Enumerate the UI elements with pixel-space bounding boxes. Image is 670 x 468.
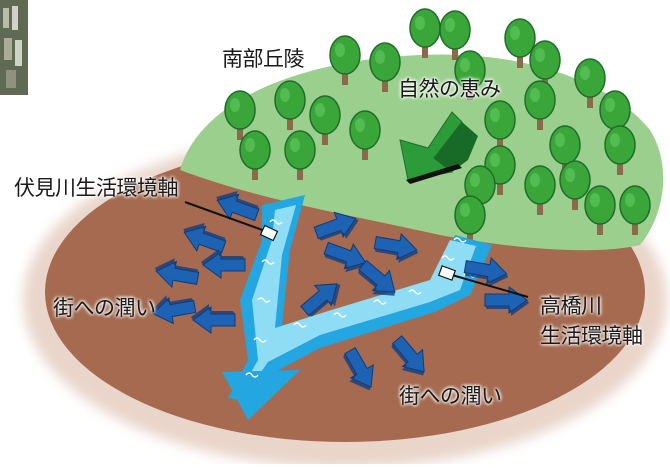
blue-arrow-icon bbox=[183, 222, 227, 254]
label-southern-hills: 南部丘陵 bbox=[222, 47, 305, 71]
tree-icon bbox=[559, 160, 591, 210]
label-town-moisture-left: 街への潤い bbox=[53, 296, 156, 320]
tree-icon bbox=[549, 125, 581, 175]
label-takahashi-line1: 高橋川 bbox=[540, 294, 602, 318]
leader-lines bbox=[184, 201, 529, 298]
blue-arrow-icon bbox=[323, 241, 367, 273]
nature-blessing-arrow bbox=[399, 111, 478, 184]
tree-icon bbox=[504, 18, 536, 68]
photo-thumbnail bbox=[0, 0, 28, 95]
tree-icon bbox=[574, 58, 606, 108]
river-outlet-arrow bbox=[222, 370, 300, 420]
wavelet bbox=[253, 337, 267, 343]
tree-icon bbox=[239, 130, 271, 180]
tree-icon bbox=[524, 165, 556, 215]
tree-icon bbox=[349, 110, 381, 160]
tree-icon bbox=[604, 125, 636, 175]
blue-arrow-icon bbox=[358, 259, 396, 296]
moisture-arrows bbox=[150, 190, 529, 391]
tree-icon bbox=[439, 10, 471, 60]
blue-arrow-icon bbox=[150, 295, 197, 325]
wavelet bbox=[269, 219, 283, 225]
tree-icon bbox=[409, 8, 441, 58]
blue-arrow-icon bbox=[191, 304, 236, 334]
river-highlight bbox=[240, 205, 476, 395]
tree-icon bbox=[454, 50, 486, 100]
blue-arrow-icon bbox=[216, 190, 260, 222]
tree-icon bbox=[224, 90, 256, 140]
blue-arrow-icon bbox=[201, 249, 246, 279]
wavelet bbox=[453, 237, 467, 243]
label-fushimi-axis: 伏見川生活環境軸 bbox=[14, 176, 179, 200]
blue-arrow-icon bbox=[300, 283, 341, 317]
tree-icon bbox=[524, 80, 556, 130]
label-town-moisture-bottom: 街への潤い bbox=[399, 384, 502, 408]
blue-arrow-icon bbox=[391, 335, 425, 376]
tree-icon bbox=[619, 185, 651, 235]
tree-icon bbox=[274, 80, 306, 130]
tree-icon bbox=[284, 130, 316, 180]
wavelet bbox=[257, 297, 271, 303]
tree-icon bbox=[454, 195, 486, 245]
blue-arrow-icon bbox=[463, 256, 509, 287]
wavelet bbox=[408, 289, 422, 295]
label-takahashi-line2: 生活環境軸 bbox=[540, 324, 643, 348]
wavelet bbox=[441, 255, 455, 261]
blue-arrow-icon bbox=[373, 232, 419, 263]
wavelet bbox=[293, 322, 307, 328]
blue-arrow-icon bbox=[313, 211, 359, 241]
tree-icon bbox=[484, 100, 516, 150]
tree-icon bbox=[584, 185, 616, 235]
tree-icon bbox=[369, 42, 401, 92]
blue-arrow-icon bbox=[343, 346, 374, 391]
wavelet bbox=[373, 299, 387, 305]
blue-arrow-icon bbox=[154, 258, 200, 289]
tree-icon bbox=[309, 95, 341, 145]
river-body bbox=[228, 195, 492, 402]
label-nature-blessing: 自然の恵み bbox=[398, 77, 501, 101]
wavelet bbox=[333, 312, 347, 318]
wavelet bbox=[245, 372, 259, 378]
forest bbox=[224, 8, 651, 245]
tree-icon bbox=[329, 35, 361, 85]
wavelet bbox=[261, 259, 275, 265]
